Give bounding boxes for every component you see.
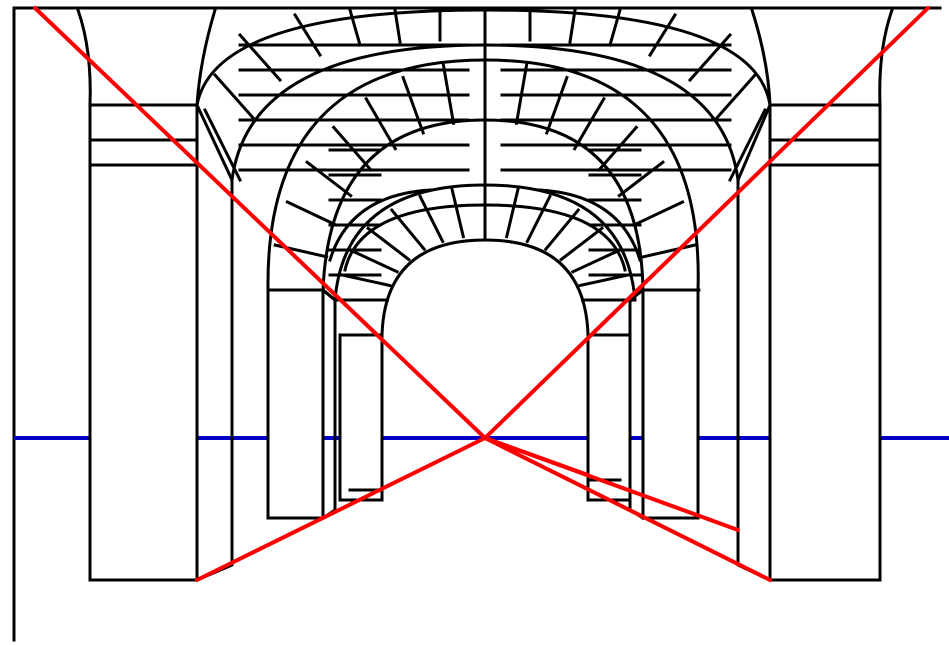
front-arch-stone-joint (212, 72, 258, 123)
middle-left-pillar (266, 288, 325, 520)
middle-arch-voussoir (572, 96, 606, 151)
front-arch-stone-joint (237, 32, 283, 83)
front-arch-stone-joint (687, 32, 733, 83)
back-right-pillar (586, 333, 632, 502)
front-arch-stone-joint (647, 12, 678, 58)
front-arch-stone-joint (292, 12, 323, 58)
front-arch (76, 8, 894, 582)
middle-arch-voussoir (285, 200, 338, 227)
back-arch-voussoir (348, 248, 400, 274)
back-arch-right-seam (538, 188, 642, 262)
back-arch-voussoir (525, 194, 552, 244)
middle-arch-voussoir (641, 243, 697, 259)
ray-top-right (483, 6, 930, 440)
back-left-pillar (338, 333, 384, 502)
ray-bottom-left (195, 436, 487, 582)
middle-arch-voussoir (441, 62, 456, 126)
middle-arch (266, 58, 701, 521)
back-arch-voussoir (365, 226, 411, 262)
back-arch-voussoir (418, 194, 445, 244)
front-right-pillar (768, 103, 882, 582)
middle-left-pillar-side (320, 287, 337, 521)
front-arch-stone-joint (712, 72, 758, 123)
middle-arch-voussoir (544, 75, 569, 135)
ray-top-left (33, 6, 487, 440)
construction-lines (33, 6, 930, 582)
middle-voussoirs (269, 58, 701, 292)
front-left-pillar-side (195, 103, 234, 582)
front-vault-strips (202, 8, 768, 183)
front-arch-stone-joint (568, 8, 577, 44)
back-arch-voussoir (504, 186, 521, 239)
back-arch-voussoir (570, 248, 622, 274)
back-arch-voussoir (449, 186, 466, 239)
middle-right-pillar (641, 288, 700, 520)
front-arch-stone-joint (348, 8, 362, 47)
middle-arch-voussoir (632, 200, 685, 227)
front-left-spandrel-outer (76, 8, 92, 107)
front-left-spandrel-inner (195, 8, 217, 107)
middle-arch-voussoir (617, 160, 666, 198)
front-left-pillar (88, 103, 199, 582)
ray-bottom-right-short (483, 436, 590, 477)
front-arch-stone-joint (608, 8, 622, 47)
ray-bottom-right (483, 436, 772, 582)
front-right-spandrel-outer (878, 8, 894, 107)
back-arch-inner-curve (380, 238, 590, 337)
page-border (12, 6, 942, 642)
middle-arch-voussoir (304, 160, 353, 198)
middle-arch-voussoir (364, 96, 398, 151)
middle-arch-voussoir (401, 75, 426, 135)
middle-arch-voussoir (514, 62, 529, 126)
back-arch-left-seam (328, 188, 432, 262)
back-arch-voussoir (337, 272, 392, 288)
front-arch-stone-joint (393, 8, 402, 44)
back-arch-voussoir (559, 226, 605, 262)
back-arch-voussoir (578, 272, 633, 288)
middle-right-pillar-side (628, 287, 646, 521)
